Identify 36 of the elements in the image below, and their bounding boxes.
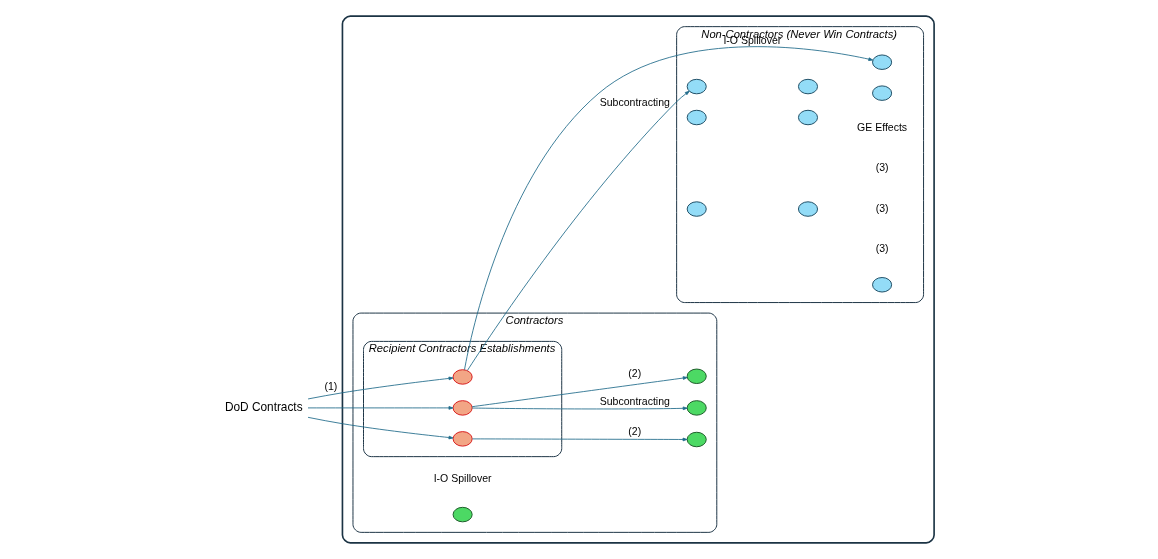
arrow bbox=[307, 376, 453, 400]
node-text: DoD Contracts bbox=[224, 399, 303, 414]
node-circle bbox=[871, 85, 892, 101]
arrow bbox=[307, 406, 453, 410]
label: (3) bbox=[875, 161, 889, 174]
cluster bbox=[341, 15, 935, 544]
edge-label: (2) bbox=[627, 425, 641, 438]
arrow bbox=[307, 416, 453, 440]
arrow bbox=[471, 406, 688, 411]
node-circle bbox=[797, 201, 818, 217]
node-circle bbox=[686, 400, 707, 416]
node-circle bbox=[797, 109, 818, 126]
label: GE Effects bbox=[856, 121, 907, 134]
label: (3) bbox=[875, 201, 889, 214]
edge-label: Subcontracting bbox=[599, 395, 670, 408]
edge-label: Subcontracting bbox=[599, 95, 670, 108]
node-circle bbox=[452, 400, 473, 416]
node-circle bbox=[686, 201, 707, 217]
node-circle bbox=[686, 109, 707, 126]
node-circle bbox=[871, 277, 892, 293]
arrow bbox=[466, 90, 690, 371]
node-circle bbox=[686, 431, 707, 448]
node-circle bbox=[452, 369, 473, 385]
arrow bbox=[463, 46, 873, 371]
node-circle bbox=[871, 54, 892, 70]
edge-label: (1) bbox=[323, 379, 337, 392]
node-circle bbox=[452, 431, 473, 447]
label: I-O Spillover bbox=[433, 471, 492, 484]
node-circle bbox=[686, 368, 707, 385]
arrow bbox=[471, 376, 688, 408]
arrow bbox=[471, 437, 687, 442]
node-circle bbox=[797, 78, 818, 95]
edge-label: (2) bbox=[627, 366, 641, 379]
node-circle bbox=[452, 506, 473, 523]
cluster: Recipient Contractors Establishments bbox=[362, 340, 562, 458]
label: (3) bbox=[875, 241, 889, 254]
